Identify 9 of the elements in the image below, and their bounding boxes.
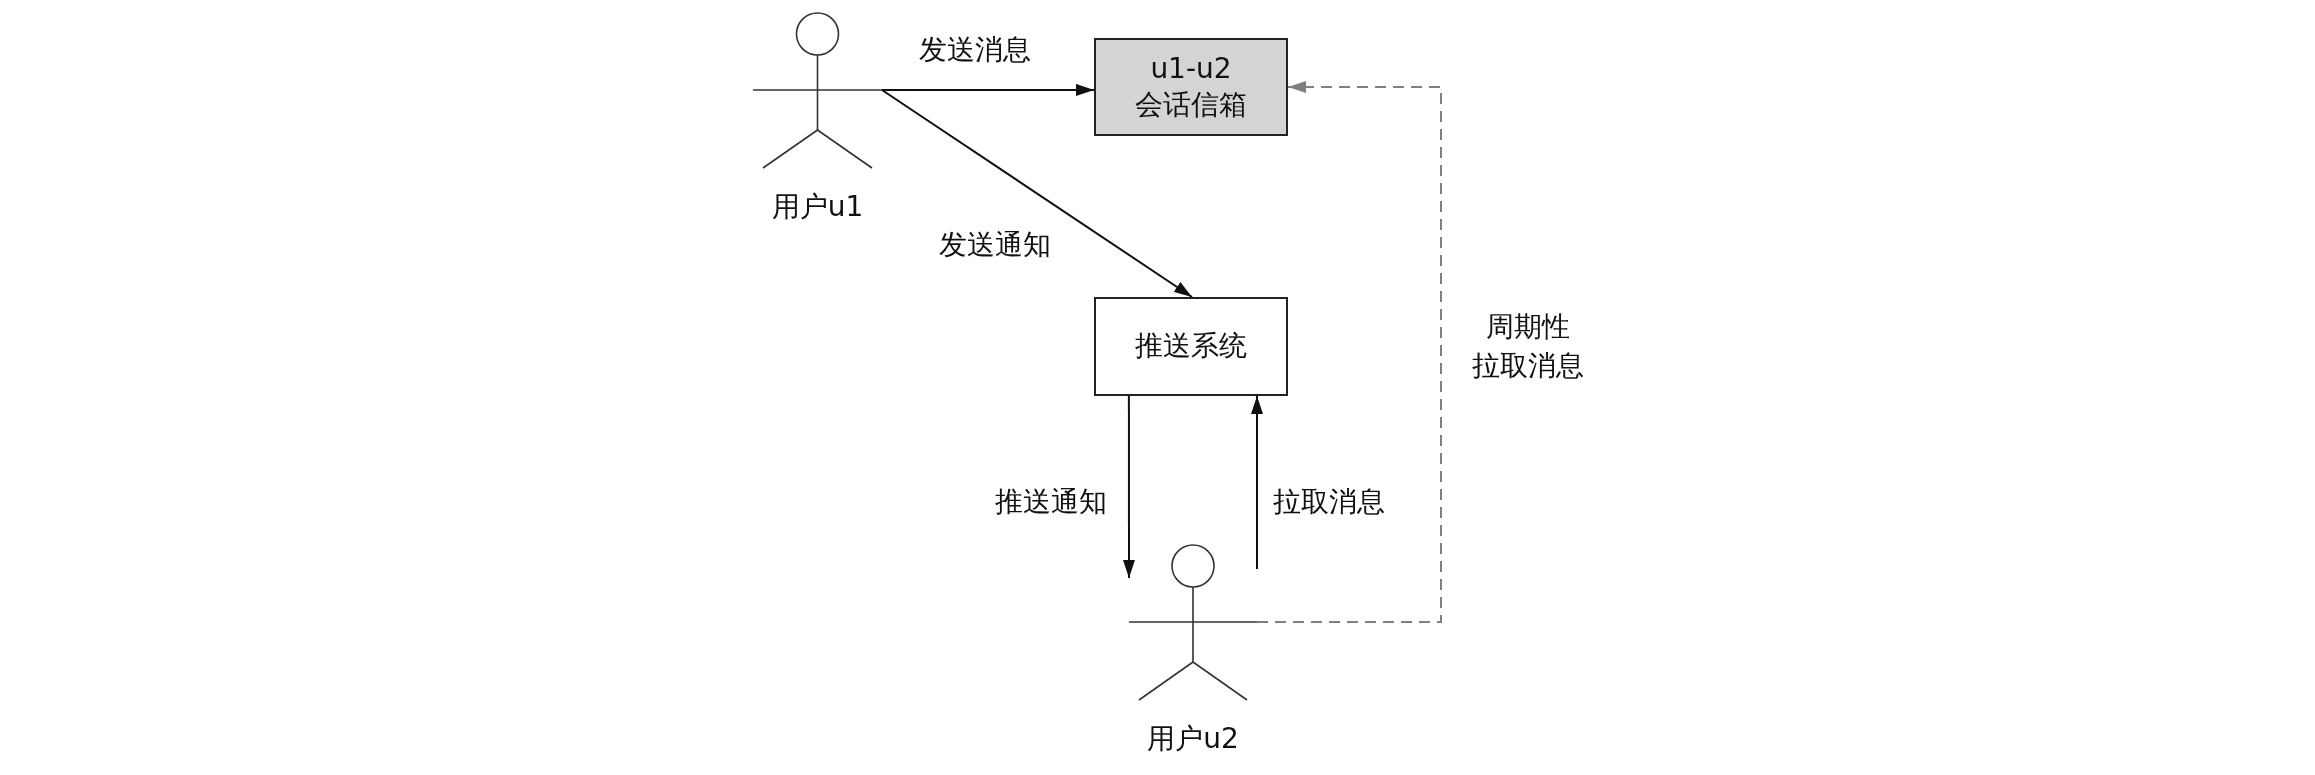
actor-label: 用户u1: [771, 190, 864, 224]
arrow: [881, 89, 1193, 298]
dashed-arrow: [1256, 81, 1442, 623]
arrow: [881, 83, 1095, 96]
arrow: [1251, 395, 1263, 570]
actor-label: 用户u2: [1147, 722, 1239, 756]
process-box: 推送系统: [1094, 297, 1288, 396]
process-box: u1-u2 会话信箱: [1094, 38, 1288, 136]
arrow: [1123, 395, 1135, 579]
